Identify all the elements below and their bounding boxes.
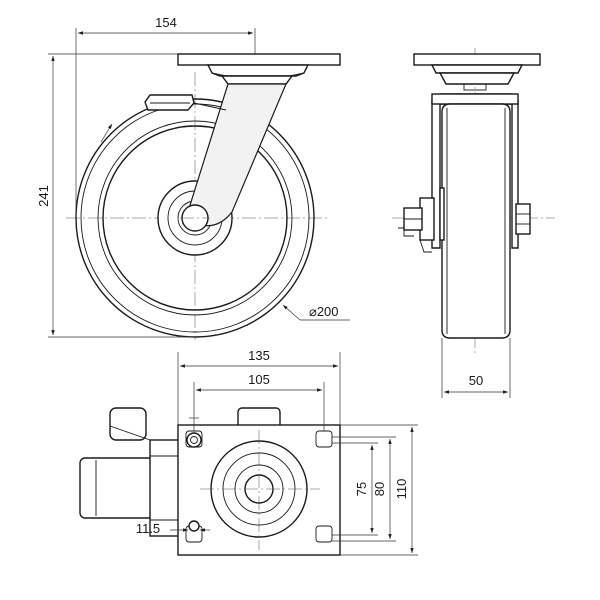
dimension-diameter-200: ⌀200 bbox=[309, 304, 339, 319]
front-axle-nut bbox=[515, 203, 531, 235]
brake-pedal bbox=[144, 94, 195, 111]
front-mounting-plate bbox=[413, 53, 541, 66]
top-brake-pedal bbox=[109, 407, 147, 441]
dimension-241: 241 bbox=[36, 185, 51, 207]
dimension-80: 80 bbox=[372, 482, 387, 496]
side-view: 154 241 ⌀200 bbox=[36, 15, 350, 340]
dimension-110: 110 bbox=[394, 479, 409, 500]
dimension-105: 105 bbox=[248, 372, 270, 387]
fork-leg bbox=[185, 83, 287, 227]
dimension-135: 135 bbox=[248, 348, 270, 363]
top-view: 135 105 75 80 110 11.5 bbox=[79, 348, 418, 556]
dimension-75: 75 bbox=[354, 482, 369, 496]
bolt-hole-bottom-right bbox=[315, 525, 333, 543]
front-view: 50 bbox=[392, 48, 555, 398]
mounting-plate bbox=[177, 53, 341, 66]
brake-pointer-arrow bbox=[100, 123, 113, 143]
swivel-head bbox=[206, 64, 310, 77]
dimension-11-5: 11.5 bbox=[136, 521, 160, 536]
dimension-154: 154 bbox=[155, 15, 177, 30]
front-wheel bbox=[441, 103, 511, 339]
dimension-50: 50 bbox=[469, 373, 483, 388]
